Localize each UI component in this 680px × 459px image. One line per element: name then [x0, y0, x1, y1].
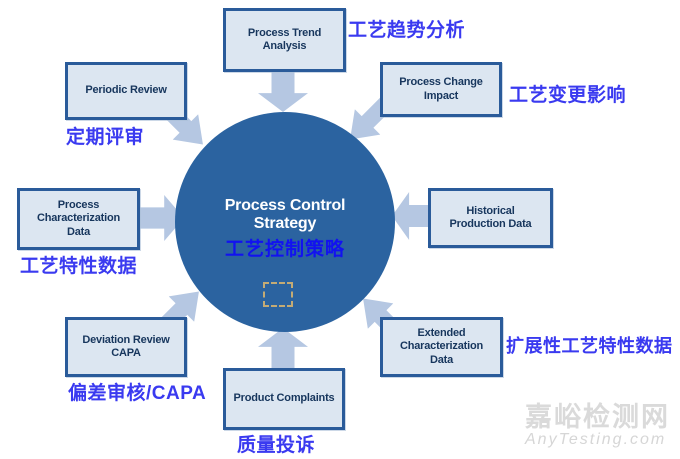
arrow-from-product-complaints	[258, 328, 308, 370]
node-label: Process Characterization Data	[37, 198, 120, 238]
node-label: Product Complaints	[233, 392, 335, 405]
node-historical-production-data: Historical Production Data	[428, 188, 553, 248]
node-label: Deviation Review CAPA	[82, 333, 170, 359]
cn-label-extended-characterization-data: 扩展性工艺特性数据	[506, 336, 673, 356]
node-process-change-impact: Process Change Impact	[380, 62, 502, 117]
cn-label-periodic-review: 定期评审	[66, 127, 145, 148]
node-label: Extended Characterization Data	[400, 326, 483, 366]
node-label: Process Change Impact	[399, 76, 483, 102]
cn-label-process-trend-analysis: 工艺趋势分析	[348, 20, 466, 41]
node-label: Historical Production Data	[449, 204, 532, 230]
center-title: Process Control Strategy	[224, 196, 346, 232]
cn-label-process-change-impact: 工艺变更影响	[509, 85, 627, 106]
watermark: 嘉峪检测网 AnyTesting.com	[525, 401, 670, 449]
node-label: Periodic Review	[85, 84, 167, 97]
arrow-from-historical-production-data	[392, 192, 430, 240]
center-subtitle-cn: 工艺控制策略	[224, 239, 345, 261]
center-circle: Process Control Strategy 工艺控制策略	[175, 112, 395, 332]
node-process-trend-analysis: Process Trend Analysis	[223, 8, 346, 72]
node-label: Process Trend Analysis	[247, 26, 322, 52]
dashed-placeholder-box	[263, 282, 293, 307]
cn-label-product-complaints: 质量投诉	[237, 435, 316, 456]
node-extended-characterization-data: Extended Characterization Data	[380, 317, 503, 377]
cn-label-process-characterization-data: 工艺特性数据	[20, 256, 138, 277]
cn-label-deviation-review-capa: 偏差审核/CAPA	[68, 383, 207, 404]
watermark-cn-text: 嘉峪检测网	[525, 401, 670, 432]
node-product-complaints: Product Complaints	[223, 368, 345, 430]
node-process-characterization-data: Process Characterization Data	[17, 188, 140, 250]
node-periodic-review: Periodic Review	[65, 62, 187, 120]
arrow-from-process-trend-analysis	[258, 70, 308, 112]
node-deviation-review-capa: Deviation Review CAPA	[65, 317, 187, 377]
watermark-en-text: AnyTesting.com	[525, 431, 667, 448]
